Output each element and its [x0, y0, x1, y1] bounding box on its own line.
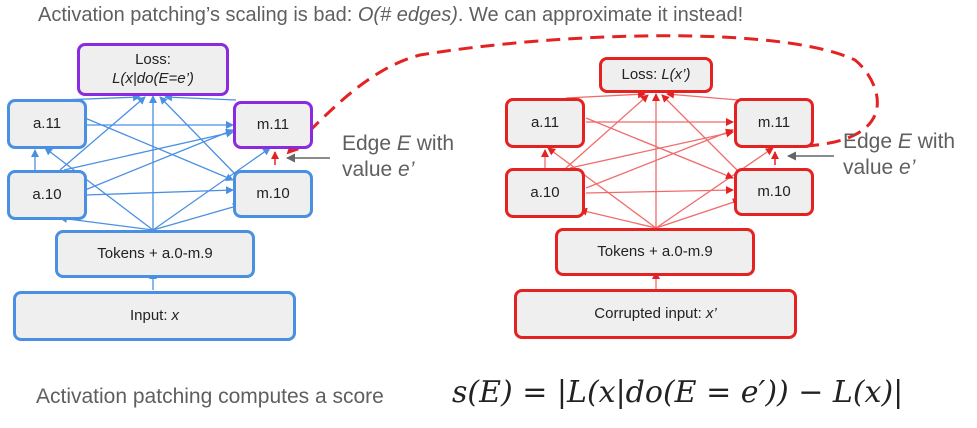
patching-dashed-arrow — [286, 34, 879, 155]
title-emphasis: O(# edges) — [357, 4, 458, 26]
left-loss-title: Loss: — [135, 50, 171, 68]
right-tokens-node: Tokens + a.0-m.9 — [555, 228, 755, 276]
left-tokens-node: Tokens + a.0-m.9 — [55, 230, 255, 278]
right-a10-node: a.10 — [505, 168, 585, 218]
left-value-prefix: value — [342, 158, 399, 182]
left-m11-label: m.11 — [256, 115, 290, 133]
right-edge-suffix: with — [911, 130, 956, 153]
left-loss-formula: L(x|do(E=e’) — [112, 69, 194, 87]
left-m10-node: m.10 — [233, 170, 313, 218]
right-input-prefix: Corrupted input: — [594, 304, 702, 322]
right-m10-node: m.10 — [734, 168, 814, 216]
left-edge-label-line2: value e’ — [342, 157, 454, 183]
left-edge-label: Edge E with value e’ — [342, 131, 454, 184]
right-edge-label-line1: Edge E with — [843, 129, 955, 155]
right-edges — [541, 90, 774, 290]
title-suffix: . We can approximate it instead! — [457, 4, 744, 26]
left-m11-node: m.11 — [233, 101, 313, 149]
right-a10-label: a.10 — [530, 183, 560, 201]
right-edge-prefix: Edge — [843, 130, 898, 153]
left-input-var: x — [171, 306, 180, 324]
left-input-prefix: Input: — [129, 306, 168, 324]
left-value-var: e’ — [398, 158, 415, 182]
left-a10-label: a.10 — [32, 185, 62, 203]
right-m11-label: m.11 — [757, 113, 791, 131]
left-a10-node: a.10 — [7, 170, 87, 220]
right-loss-node: Loss: L(x’) — [599, 57, 713, 93]
right-edge-label-line2: value e’ — [843, 155, 955, 181]
right-loss-prefix: Loss: — [621, 65, 658, 83]
left-edge-label-line1: Edge E with — [342, 131, 454, 157]
left-input-node: Input: x — [13, 291, 296, 341]
left-edge-prefix: Edge — [342, 132, 397, 155]
slide-title: Activation patching’s scaling is bad: O(… — [38, 4, 743, 27]
right-m11-node: m.11 — [734, 98, 814, 148]
right-value-prefix: value — [843, 156, 900, 180]
score-formula: s(E) = |L(x|do(E = e′)) − L(x)| — [452, 375, 904, 410]
left-a11-node: a.11 — [7, 99, 87, 149]
left-a11-label: a.11 — [32, 114, 62, 132]
right-value-var: e’ — [899, 156, 916, 180]
left-edges — [31, 93, 271, 290]
right-a11-node: a.11 — [505, 98, 585, 148]
right-loss-var: L(x’) — [661, 65, 691, 83]
left-loss-node: Loss: L(x|do(E=e’) — [77, 43, 229, 96]
right-edge-label: Edge E with value e’ — [843, 129, 955, 182]
score-description: Activation patching computes a score — [36, 385, 384, 408]
left-m10-label: m.10 — [256, 184, 290, 202]
left-edge-var: E — [396, 132, 411, 155]
right-m10-label: m.10 — [757, 182, 791, 200]
right-input-var: x’ — [705, 304, 717, 322]
right-input-node: Corrupted input: x’ — [514, 289, 797, 339]
left-tokens-label: Tokens + a.0-m.9 — [97, 244, 213, 262]
title-prefix: Activation patching’s scaling is bad: — [38, 4, 358, 26]
left-edge-suffix: with — [410, 132, 455, 155]
right-a11-label: a.11 — [530, 113, 560, 131]
right-tokens-label: Tokens + a.0-m.9 — [597, 242, 713, 260]
right-edge-var: E — [897, 130, 912, 153]
